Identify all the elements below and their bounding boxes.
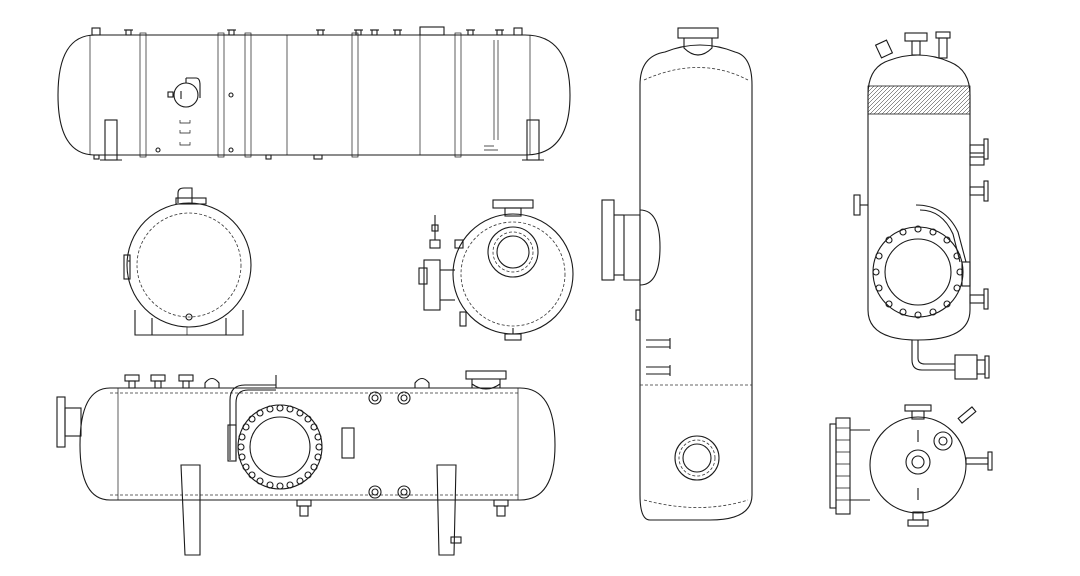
horizontal-separator-elevation <box>56 370 556 556</box>
stiffener-rings <box>139 32 462 158</box>
separator-top-nozzles <box>124 370 507 390</box>
separator-legs <box>180 464 462 556</box>
separator-right-nozzles <box>961 138 989 310</box>
horizontal-vessel-side-view <box>57 26 571 161</box>
side-manway <box>167 77 201 108</box>
column-manway <box>674 435 720 481</box>
vertical-column-elevation <box>601 27 753 521</box>
horizontal-vessel-end-view <box>123 187 252 336</box>
horizontal-separator-manway <box>237 404 323 490</box>
column-side-nozzles <box>646 338 671 376</box>
ladder-rungs <box>179 120 191 146</box>
small-flanges <box>368 391 411 499</box>
plan-view-flange-stack <box>829 417 870 515</box>
nozzle-end-view <box>418 199 574 341</box>
separator-bolted-manway <box>872 225 964 319</box>
vessel-saddles <box>100 119 544 161</box>
separator-plan-view <box>829 404 993 527</box>
vertical-separator-elevation <box>853 31 990 380</box>
top-nozzles <box>91 26 523 36</box>
